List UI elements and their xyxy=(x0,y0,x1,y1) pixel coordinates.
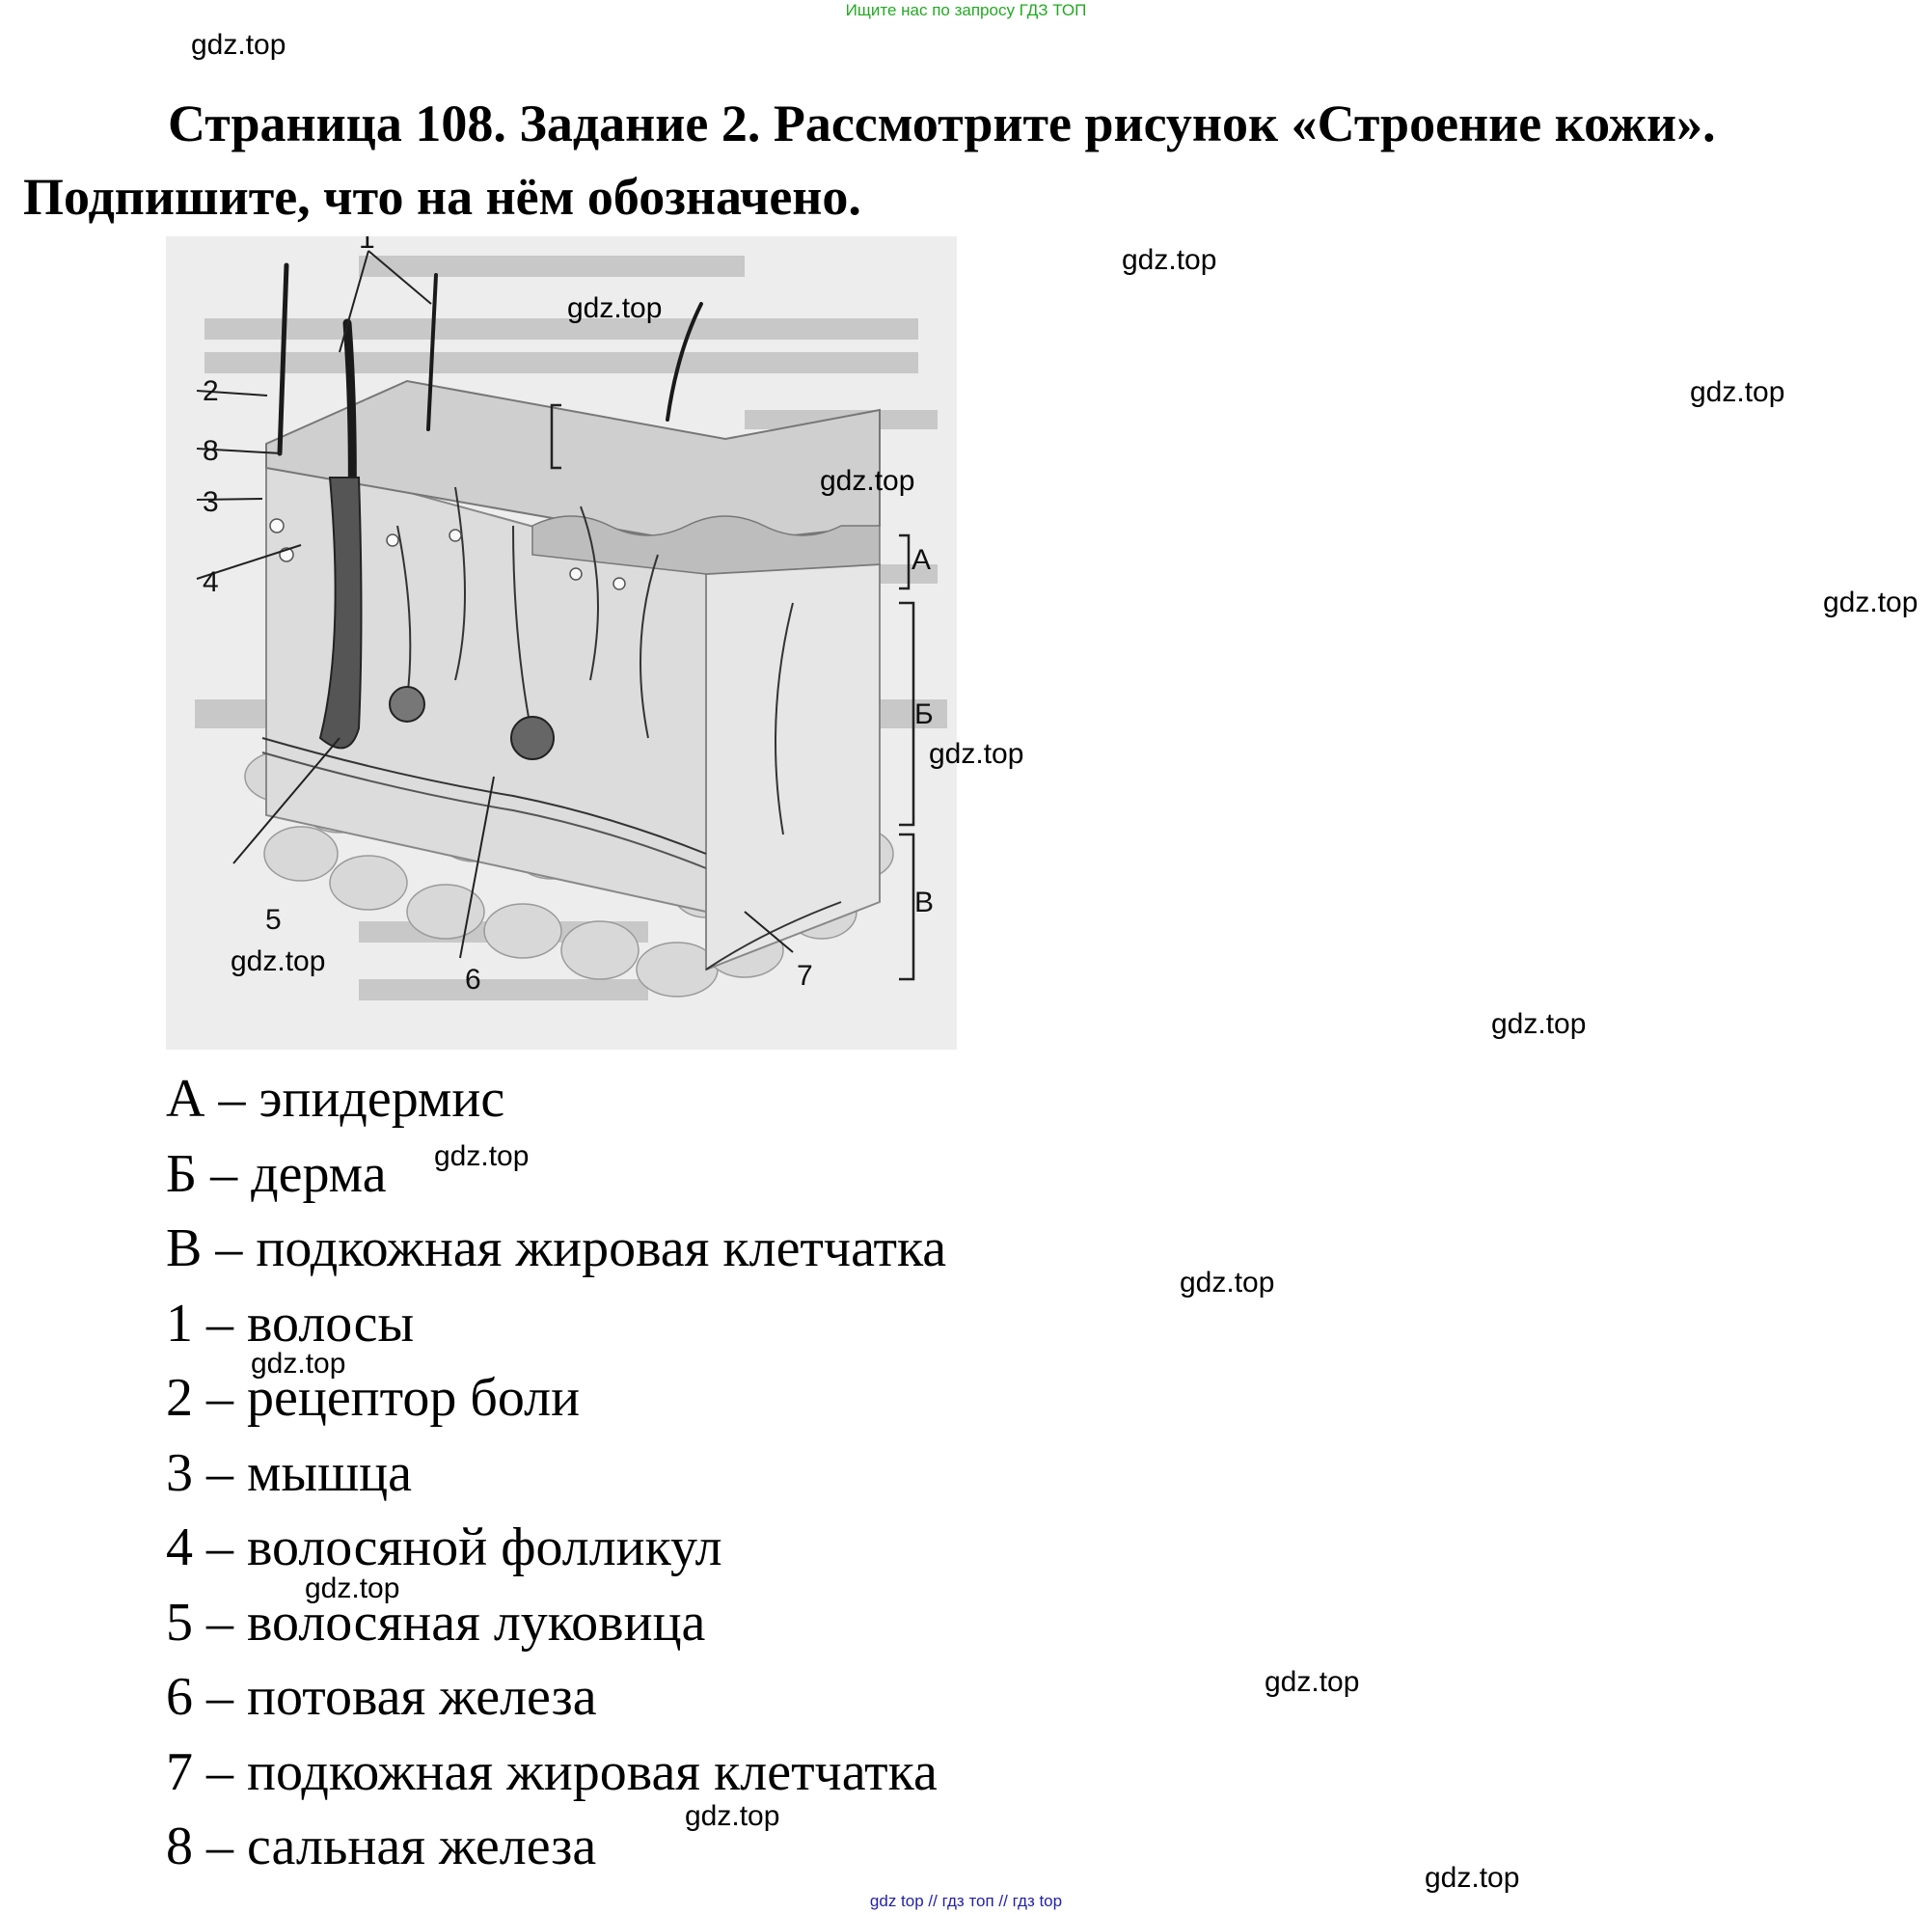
task-title: Страница 108. Задание 2. Рассмотрите рис… xyxy=(23,87,1914,233)
figure-label-3: 3 xyxy=(203,486,219,518)
answer-2: 2 – рецептор боли xyxy=(166,1362,946,1437)
figure-label-8: 8 xyxy=(203,435,219,467)
answers-list: А – эпидермис Б – дерма В – подкожная жи… xyxy=(166,1063,946,1886)
answer-8: 8 – сальная железа xyxy=(166,1811,946,1886)
figure-label-v: В xyxy=(914,887,934,918)
figure-label-a: А xyxy=(912,544,931,576)
answer-5: 5 – волосяная луковица xyxy=(166,1587,946,1662)
watermark: gdz.top xyxy=(1265,1666,1359,1699)
figure-label-4: 4 xyxy=(203,566,219,598)
figure-label-2: 2 xyxy=(203,375,219,407)
watermark: gdz.top xyxy=(1823,587,1918,619)
watermark: gdz.top xyxy=(1425,1862,1519,1895)
figure-label-1: 1 xyxy=(359,236,375,255)
answer-7: 7 – подкожная жировая клетчатка xyxy=(166,1736,946,1812)
watermark: gdz.top xyxy=(1180,1267,1274,1299)
watermark: gdz.top xyxy=(929,738,1023,771)
footer-links[interactable]: gdz top // гдз топ // гдз top xyxy=(0,1892,1932,1911)
skin-structure-figure: 1 2 8 3 4 5 6 7 А Б В xyxy=(166,236,957,1050)
answer-6: 6 – потовая железа xyxy=(166,1661,946,1736)
watermark: gdz.top xyxy=(1122,244,1216,277)
answer-4: 4 – волосяной фолликул xyxy=(166,1512,946,1587)
figure-label-b: Б xyxy=(914,698,934,730)
answer-v: В – подкожная жировая клетчатка xyxy=(166,1213,946,1288)
figure-label-5: 5 xyxy=(265,904,282,936)
watermark: gdz.top xyxy=(231,945,325,978)
watermark: gdz.top xyxy=(1491,1008,1586,1041)
figure-label-6: 6 xyxy=(465,964,481,996)
answer-b: Б – дерма xyxy=(166,1138,946,1214)
search-hint: Ищите нас по запросу ГДЗ ТОП xyxy=(0,1,1932,20)
answer-a: А – эпидермис xyxy=(166,1063,946,1138)
figure-label-7: 7 xyxy=(797,960,813,992)
answer-3: 3 – мышца xyxy=(166,1437,946,1513)
watermark: gdz.top xyxy=(191,29,286,62)
skin-diagram-svg: 1 2 8 3 4 5 6 7 А Б В xyxy=(166,236,957,1050)
watermark: gdz.top xyxy=(1690,376,1784,409)
watermark: gdz.top xyxy=(820,465,914,498)
watermark: gdz.top xyxy=(567,292,662,325)
answer-1: 1 – волосы xyxy=(166,1288,946,1363)
